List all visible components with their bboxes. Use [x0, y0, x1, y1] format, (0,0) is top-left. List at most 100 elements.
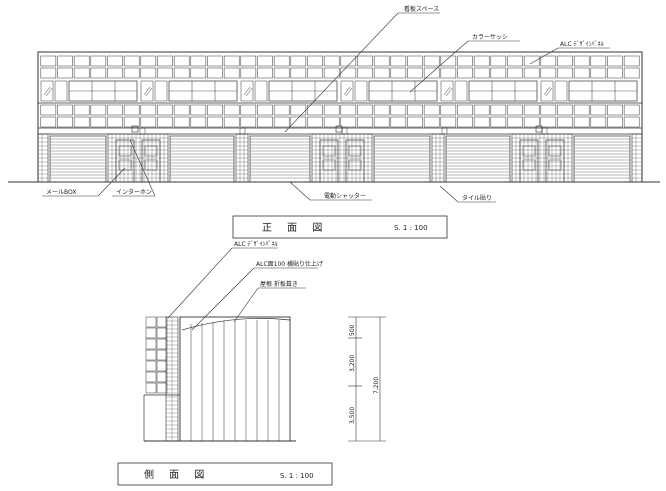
glass-reflection: [545, 87, 553, 97]
side-panel: [145, 371, 157, 383]
label-mail-box: メールBOX: [46, 189, 76, 196]
dim-7200: 7,200: [373, 377, 380, 394]
band-panel: [254, 80, 268, 102]
front-panel: [540, 67, 557, 79]
glass-reflection: [43, 86, 51, 96]
front-panel: [373, 67, 390, 79]
side-leaders: [167, 247, 318, 331]
unit-mark: [441, 127, 448, 135]
front-panel: [590, 55, 607, 67]
unit-mark: [541, 127, 548, 135]
front-panel: [207, 55, 223, 67]
front-panel: [173, 55, 190, 67]
entrance-door: [519, 139, 539, 183]
front-window-band: [40, 80, 638, 102]
front-panel: [573, 55, 590, 67]
front-panel: [473, 55, 490, 67]
front-panel: [107, 116, 123, 128]
front-panel: [523, 116, 540, 128]
side-panel: [145, 338, 157, 350]
front-panel: [40, 55, 57, 67]
front-panel: [440, 55, 457, 67]
front-panel: [190, 104, 207, 116]
dim-3200: 3,200: [349, 355, 356, 372]
unit-mark: [341, 127, 348, 135]
label-shutter: 電動シャッター: [324, 192, 366, 200]
glass-reflection: [343, 86, 351, 96]
front-panel: [140, 55, 157, 67]
label-intercom: インターホン: [116, 188, 152, 196]
front-panel: [423, 55, 440, 67]
front-panel: [40, 104, 57, 116]
front-panel: [73, 55, 90, 67]
door-window: [548, 145, 562, 157]
side-panel: [156, 327, 168, 339]
side-panel: [156, 371, 168, 383]
front-panel: [473, 116, 490, 128]
front-panel: [290, 67, 307, 79]
front-panel: [390, 116, 407, 128]
front-panel: [290, 55, 307, 67]
front-panel: [623, 104, 640, 116]
band-panel: [154, 80, 168, 102]
side-panel: [156, 338, 168, 350]
front-panel: [590, 67, 607, 79]
front-panel: [490, 104, 507, 116]
front-panel: [407, 116, 423, 128]
front-panel: [90, 55, 107, 67]
band-panel: [440, 80, 454, 102]
front-panel: [340, 67, 357, 79]
front-panel: [440, 104, 457, 116]
front-panel: [373, 104, 390, 116]
door-window: [348, 145, 362, 157]
side-panel: [145, 382, 157, 394]
front-panel: [507, 55, 523, 67]
front-panel: [340, 104, 357, 116]
front-panel: [223, 67, 240, 79]
unit-mark: [239, 127, 246, 135]
front-panel: [273, 67, 290, 79]
front-panel: [223, 55, 240, 67]
front-panel: [90, 67, 107, 79]
front-panel: [240, 116, 257, 128]
front-panel: [173, 67, 190, 79]
front-panel: [190, 67, 207, 79]
side-panel: [145, 360, 157, 372]
front-panel: [157, 67, 173, 79]
front-panel: [40, 67, 57, 79]
front-panel: [257, 67, 273, 79]
glass-reflection: [445, 87, 453, 97]
door-window: [548, 159, 562, 171]
front-panel: [623, 67, 640, 79]
front-panel: [623, 55, 640, 67]
front-panel: [90, 116, 107, 128]
door-window: [322, 159, 336, 171]
front-panel: [107, 104, 123, 116]
front-panel: [623, 116, 640, 128]
side-panel: [145, 316, 157, 328]
front-panel: [573, 104, 590, 116]
front-panel: [307, 116, 323, 128]
side-panel: [156, 349, 168, 361]
front-panel: [73, 104, 90, 116]
entrance-door: [345, 139, 365, 183]
glass-reflection: [443, 86, 451, 96]
front-panel: [323, 67, 340, 79]
front-panel: [207, 116, 223, 128]
front-panel: [373, 55, 390, 67]
band-panel: [54, 80, 68, 102]
front-panel: [540, 104, 557, 116]
front-panel: [573, 116, 590, 128]
front-panel: [190, 55, 207, 67]
front-panel: [90, 104, 107, 116]
front-panel: [390, 104, 407, 116]
front-panel: [607, 104, 623, 116]
front-panel: [173, 104, 190, 116]
entrance-door: [545, 139, 565, 183]
band-panel: [354, 80, 368, 102]
entrance-door: [141, 139, 161, 183]
front-panel: [273, 116, 290, 128]
dim-500: 500: [349, 324, 356, 336]
label-tile: タイル貼り: [462, 194, 492, 202]
